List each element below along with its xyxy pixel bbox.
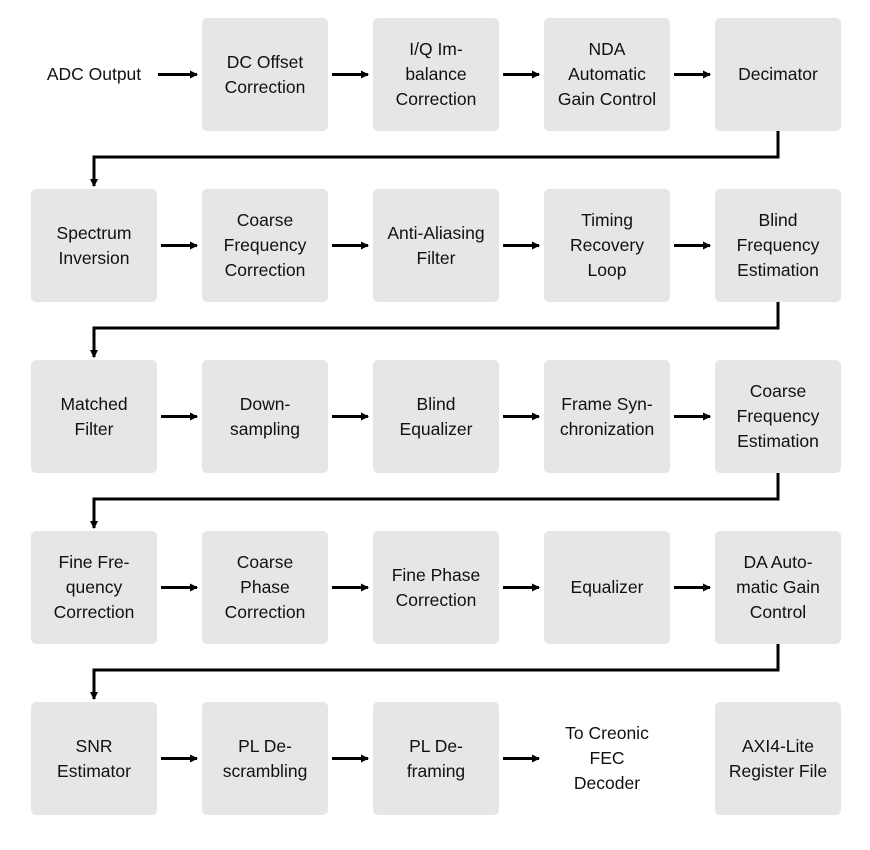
node-label: SNR Estimator	[57, 735, 131, 781]
node-downsampling: Down- sampling	[202, 360, 328, 473]
node-label: Blind Equalizer	[399, 393, 473, 439]
node-label: Frame Syn- chronization	[559, 393, 655, 439]
node-label: AXI4-Lite Register File	[728, 735, 828, 781]
node-label: Spectrum Inversion	[56, 222, 132, 268]
node-label: Coarse Frequency Estimation	[736, 381, 820, 451]
node-label: To Creonic FEC Decoder	[565, 723, 649, 793]
node-snr-estimator: SNR Estimator	[31, 702, 157, 815]
node-label: Fine Phase Correction	[391, 564, 481, 610]
node-i-q-imbalance-correction: I/Q Im- balance Correction	[373, 18, 499, 131]
node-label: Timing Recovery Loop	[570, 210, 644, 280]
node-coarse-frequency-correction: Coarse Frequency Correction	[202, 189, 328, 302]
node-label: Coarse Frequency Correction	[223, 210, 307, 280]
node-anti-aliasing-filter: Anti-Aliasing Filter	[373, 189, 499, 302]
node-da-automatic-gain-control: DA Auto- matic Gain Control	[715, 531, 841, 644]
node-adc-output: ADC Output	[31, 18, 157, 131]
node-label: PL De- scrambling	[222, 735, 308, 781]
node-pl-deframing: PL De- framing	[373, 702, 499, 815]
node-label: DA Auto- matic Gain Control	[736, 552, 820, 622]
row-wrap-arrow	[90, 473, 780, 529]
node-pl-descrambling: PL De- scrambling	[202, 702, 328, 815]
node-fine-phase-correction: Fine Phase Correction	[373, 531, 499, 644]
node-dc-offset-correction: DC Offset Correction	[202, 18, 328, 131]
node-axi4-lite-register-file: AXI4-Lite Register File	[715, 702, 841, 815]
node-label: PL De- framing	[406, 735, 466, 781]
node-label: Equalizer	[570, 577, 644, 597]
node-to-creonic-fec-decoder: To Creonic FEC Decoder	[544, 702, 670, 815]
row-wrap-arrow	[90, 131, 780, 187]
node-label: Coarse Phase Correction	[224, 552, 306, 622]
node-decimator: Decimator	[715, 18, 841, 131]
node-timing-recovery-loop: Timing Recovery Loop	[544, 189, 670, 302]
row-wrap-arrow	[90, 302, 780, 358]
node-blind-frequency-estimation: Blind Frequency Estimation	[715, 189, 841, 302]
node-label: Matched Filter	[60, 393, 128, 439]
node-label: Fine Fre- quency Correction	[53, 552, 135, 622]
node-label: DC Offset Correction	[224, 51, 306, 97]
node-label: NDA Automatic Gain Control	[557, 39, 657, 109]
node-nda-automatic-gain-control: NDA Automatic Gain Control	[544, 18, 670, 131]
row-wrap-arrow	[90, 644, 780, 700]
node-label: ADC Output	[46, 64, 142, 84]
node-fine-frequency-correction: Fine Fre- quency Correction	[31, 531, 157, 644]
node-label: Decimator	[738, 64, 818, 84]
node-blind-equalizer: Blind Equalizer	[373, 360, 499, 473]
node-equalizer: Equalizer	[544, 531, 670, 644]
node-frame-synchronization: Frame Syn- chronization	[544, 360, 670, 473]
node-label: Down- sampling	[229, 393, 301, 439]
node-matched-filter: Matched Filter	[31, 360, 157, 473]
node-label: I/Q Im- balance Correction	[395, 39, 477, 109]
node-label: Blind Frequency Estimation	[736, 210, 820, 280]
node-coarse-phase-correction: Coarse Phase Correction	[202, 531, 328, 644]
node-coarse-frequency-estimation: Coarse Frequency Estimation	[715, 360, 841, 473]
node-label: Anti-Aliasing Filter	[387, 222, 485, 268]
node-spectrum-inversion: Spectrum Inversion	[31, 189, 157, 302]
